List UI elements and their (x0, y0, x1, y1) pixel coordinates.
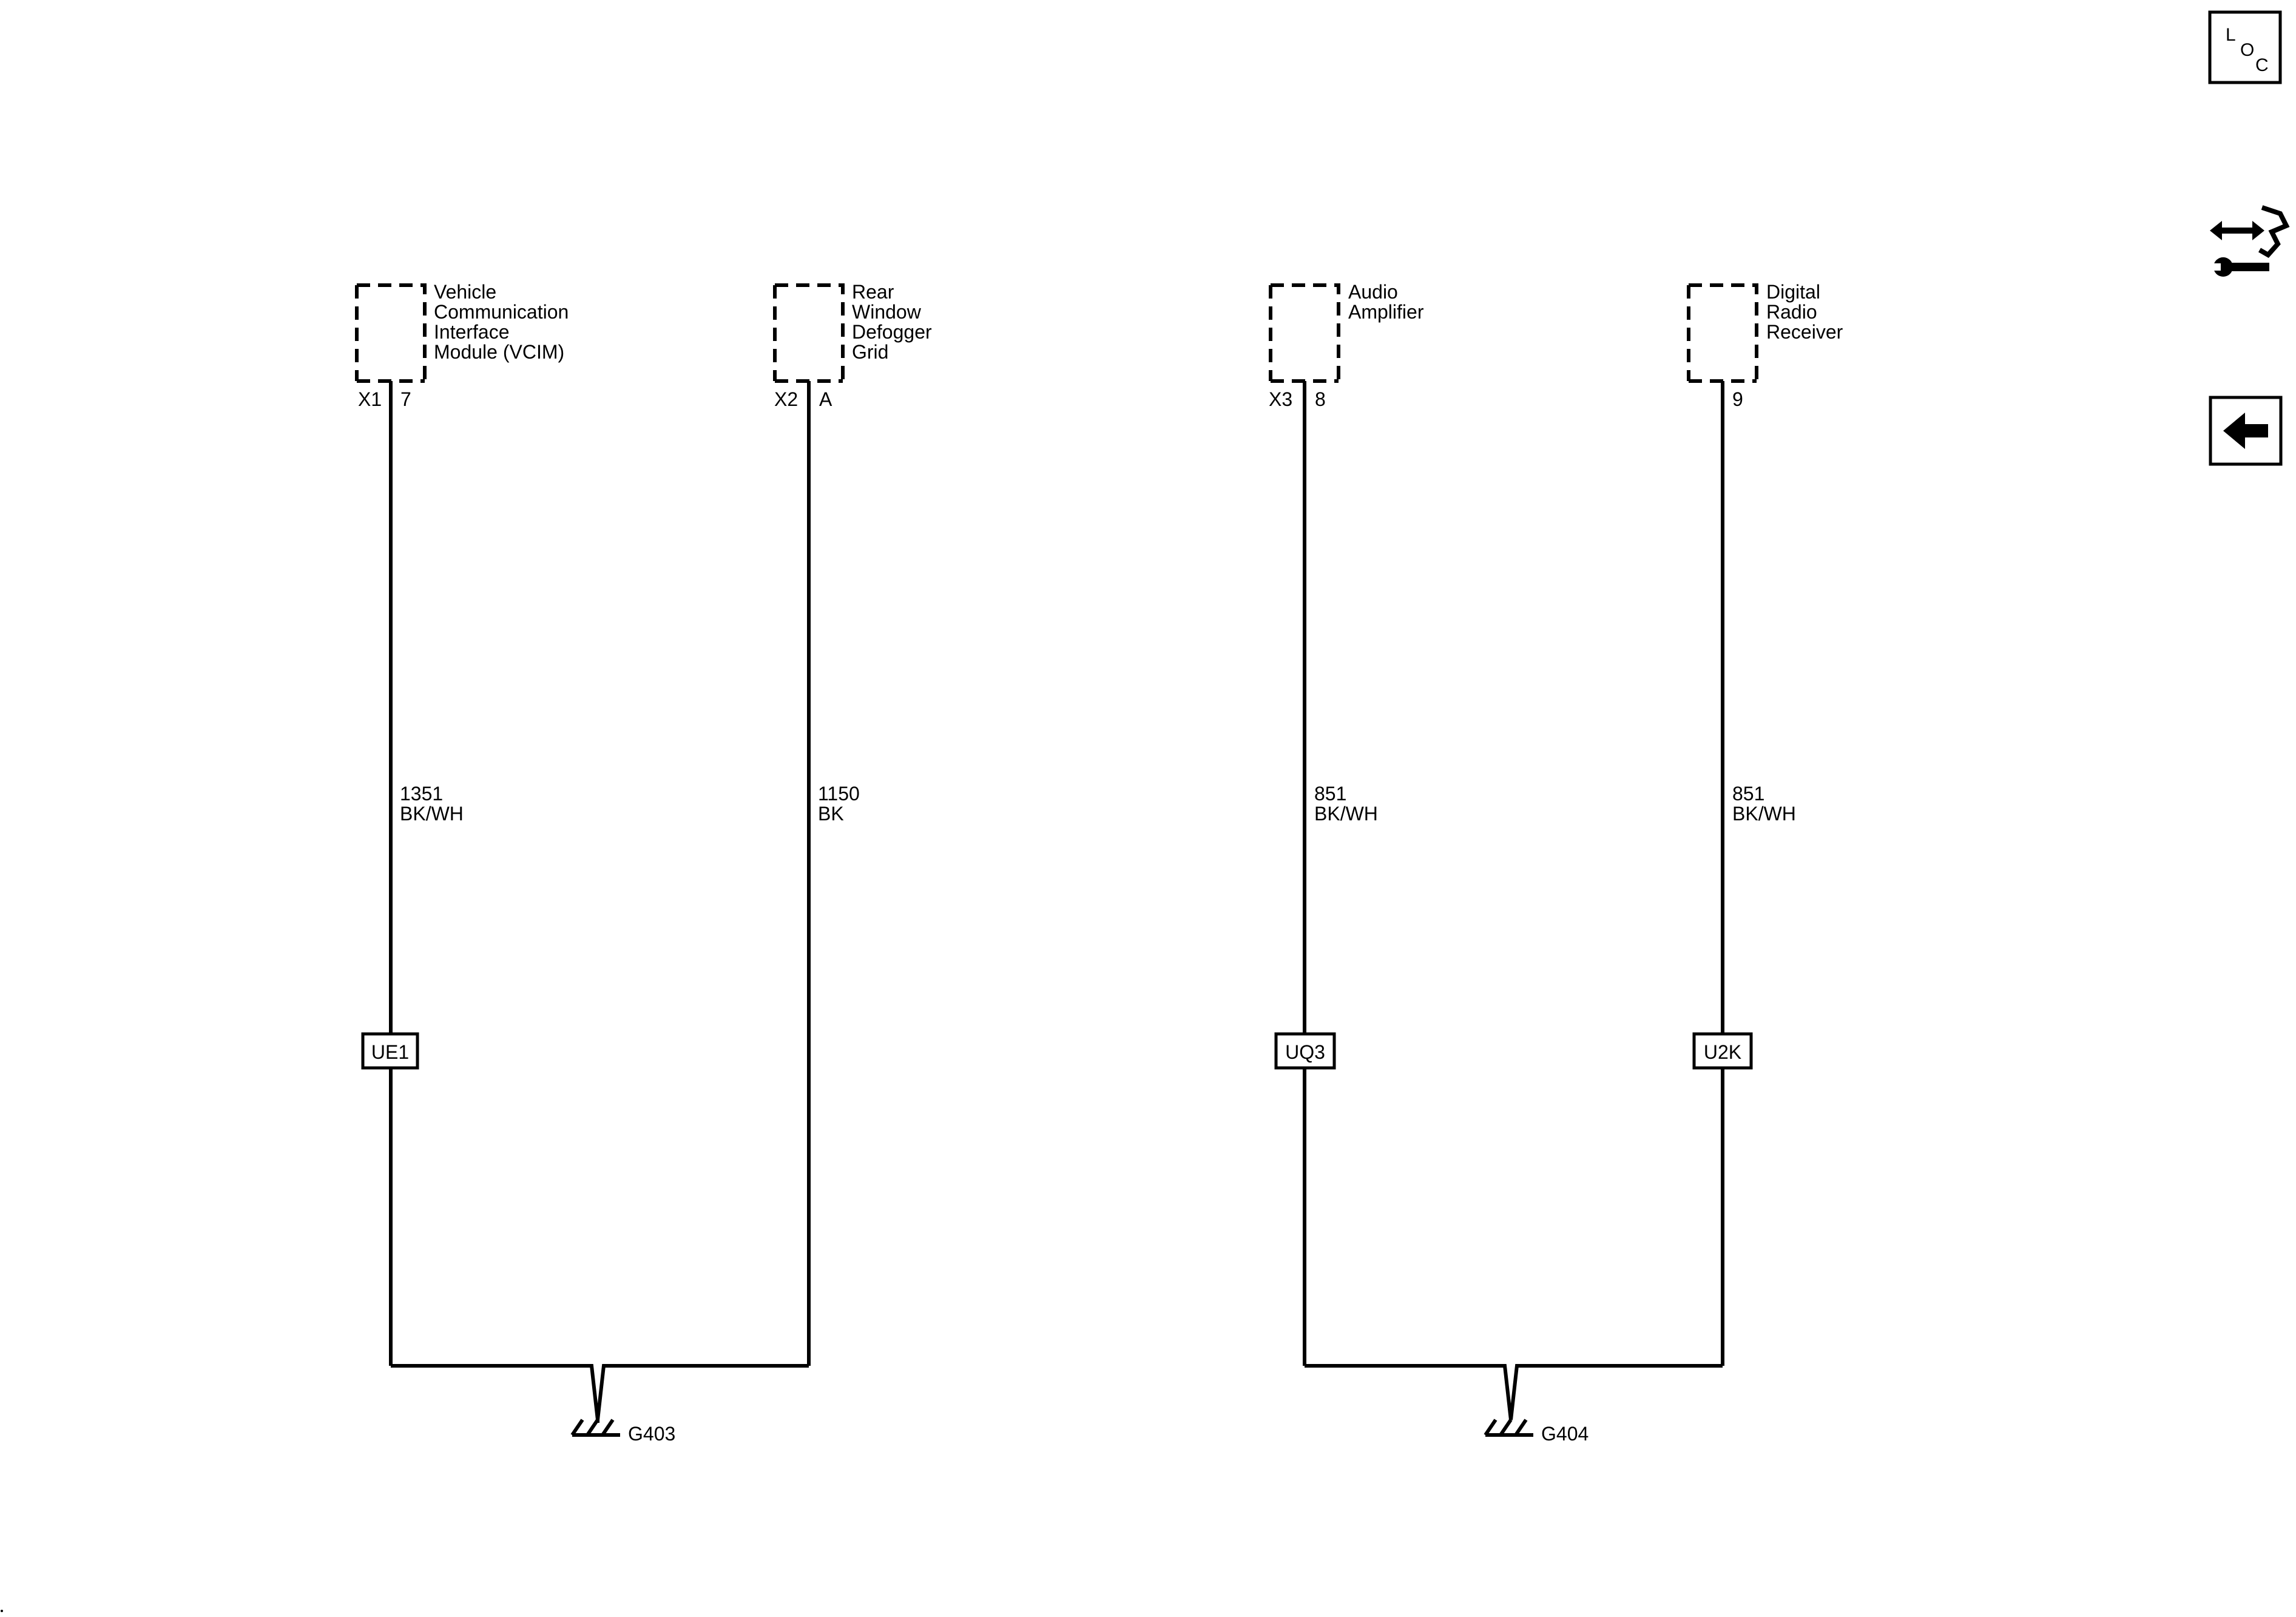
component-vcim-line-2: Communication (434, 301, 569, 323)
ground-g404[interactable]: G404 (1305, 1364, 1723, 1445)
splice-uq3[interactable]: UQ3 (1274, 1032, 1336, 1070)
component-audio-amplifier[interactable]: Audio Amplifier X3 8 (1269, 281, 1424, 410)
component-defogger-line-1: Rear (852, 281, 894, 303)
wire-vcim-color: BK/WH (400, 803, 464, 825)
component-amplifier-outline (1269, 283, 1340, 383)
splice-u2k[interactable]: U2K (1692, 1032, 1753, 1070)
ground-g403-bus (391, 1364, 809, 1420)
loc-letter-c: C (2255, 55, 2269, 75)
component-amplifier-line-1: Audio (1348, 281, 1398, 303)
edge-mark (1, 1610, 3, 1612)
wire-radio-circuit: 851 (1732, 783, 1764, 805)
wire-defogger-circuit: 1150 (818, 783, 860, 805)
pin-label-8: 8 (1315, 388, 1326, 410)
component-vcim-line-3: Interface (434, 321, 510, 343)
splice-u2k-label: U2K (1704, 1041, 1741, 1063)
loc-icon (2208, 10, 2282, 84)
component-amplifier-line-2: Amplifier (1348, 301, 1424, 323)
connector-label-x3: X3 (1269, 388, 1292, 410)
splice-ue1[interactable]: UE1 (361, 1032, 419, 1070)
component-radio-line-1: Digital (1766, 281, 1820, 303)
pin-label-a: A (819, 388, 832, 410)
wire-defogger-color: BK (818, 803, 844, 825)
connector-label-x1: X1 (358, 388, 382, 410)
component-radio-line-2: Radio (1766, 301, 1817, 323)
ground-g403-label: G403 (628, 1423, 675, 1445)
splice-ue1-label: UE1 (371, 1041, 409, 1063)
component-vcim[interactable]: Vehicle Communication Interface Module (… (355, 281, 569, 410)
component-defogger-line-3: Defogger (852, 321, 932, 343)
loc-letter-l: L (2226, 25, 2236, 45)
component-vcim-outline (355, 283, 427, 383)
wire-radio-color: BK/WH (1732, 803, 1796, 825)
schematic-button[interactable] (2210, 205, 2290, 277)
back-button[interactable] (2209, 396, 2283, 466)
pin-label-7: 7 (400, 388, 411, 410)
component-rear-window-defogger[interactable]: Rear Window Defogger Grid X2 A (773, 281, 932, 410)
back-arrow-icon (2223, 413, 2268, 449)
ground-g404-label: G404 (1541, 1423, 1589, 1445)
connector-label-x2: X2 (774, 388, 798, 410)
loc-button[interactable]: L O C (2208, 10, 2282, 84)
component-radio-outline (1687, 283, 1758, 383)
component-vcim-line-4: Module (VCIM) (434, 341, 564, 363)
pin-label-9: 9 (1732, 388, 1743, 410)
component-vcim-line-1: Vehicle (434, 281, 496, 303)
loc-letter-o: O (2240, 40, 2254, 60)
ground-g403[interactable]: G403 (391, 1364, 809, 1445)
wire-amplifier-color: BK/WH (1314, 803, 1378, 825)
component-defogger-line-4: Grid (852, 341, 888, 363)
ground-g404-bus (1305, 1364, 1723, 1420)
splice-uq3-label: UQ3 (1285, 1041, 1325, 1063)
component-defogger-outline (773, 283, 845, 383)
component-radio-line-3: Receiver (1766, 321, 1843, 343)
wire-vcim-circuit: 1351 (400, 783, 443, 805)
wire-amplifier-circuit: 851 (1314, 783, 1346, 805)
schematic-wrench-icon (2210, 205, 2290, 277)
component-digital-radio-receiver[interactable]: Digital Radio Receiver 9 (1687, 281, 1843, 410)
component-defogger-line-2: Window (852, 301, 922, 323)
